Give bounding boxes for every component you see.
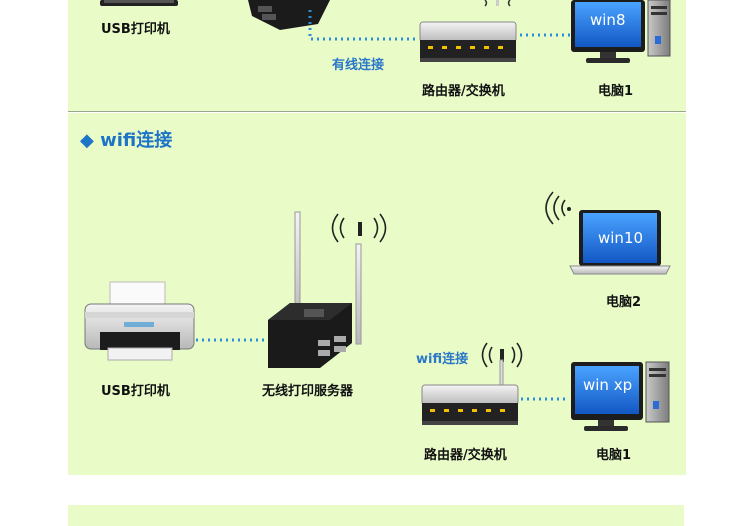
printer-icon <box>84 281 195 361</box>
print-server-icon <box>268 211 362 368</box>
pc1-screen-os: win8 <box>590 11 626 29</box>
laptop-icon <box>569 210 671 275</box>
router-icon <box>419 0 517 62</box>
next-section-panel <box>68 505 684 526</box>
usb-printer-label: USB打印机 <box>101 22 170 37</box>
router-icon <box>421 359 519 425</box>
wifi-signal-icon <box>331 213 387 243</box>
section-divider <box>68 111 686 112</box>
print-server-icon <box>248 0 330 30</box>
pc1-label: 电脑1 <box>596 448 632 463</box>
wifi-signal-icon <box>545 191 571 225</box>
desktop-pc-icon <box>571 0 671 63</box>
usb-printer-label: USB打印机 <box>101 384 170 399</box>
wifi-signal-icon <box>481 342 523 368</box>
router-label: 路由器/交换机 <box>422 84 505 99</box>
pc2-label: 电脑2 <box>606 295 642 310</box>
desktop-pc-icon <box>571 361 670 431</box>
print-server-label: 无线打印服务器 <box>262 384 354 399</box>
section-title: ◆ wifi连接 <box>80 130 173 151</box>
pc1-screen-os: win xp <box>583 376 633 394</box>
printer-icon <box>100 0 178 6</box>
router-label: 路由器/交换机 <box>424 448 507 463</box>
wifi-link-label: wifi连接 <box>416 352 469 367</box>
pc2-screen-os: win10 <box>598 229 644 247</box>
wired-link-label: 有线连接 <box>332 58 385 73</box>
pc1-label: 电脑1 <box>598 84 634 99</box>
wired-link-line <box>308 10 570 41</box>
